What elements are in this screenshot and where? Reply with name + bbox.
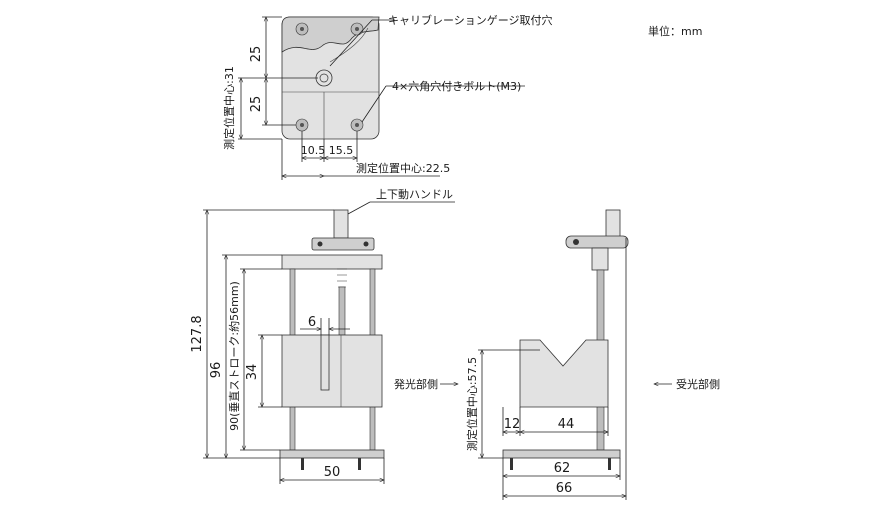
calib-leader bbox=[329, 19, 373, 67]
dim-127-8: 127.8 bbox=[190, 315, 205, 352]
front-view: 上下動ハンドル 127.8 96 90(垂直ストローク:約56mm) 34 6 … bbox=[190, 187, 458, 484]
carriage-block bbox=[281, 334, 383, 408]
side-view: 測定位置中心:57.5 12 44 62 66 受光部側 bbox=[465, 209, 720, 500]
handle-collar bbox=[311, 237, 375, 251]
dim-44: 44 bbox=[558, 417, 575, 432]
dim-96: 96 bbox=[209, 362, 224, 379]
front-base bbox=[279, 449, 385, 459]
center-hole bbox=[315, 69, 333, 87]
dim-50: 50 bbox=[324, 465, 341, 480]
bolt-head-tl bbox=[300, 27, 304, 31]
lead-screw bbox=[338, 286, 346, 336]
stroke-label: 90(垂直ストローク:約56mm) bbox=[227, 281, 241, 431]
top-beam bbox=[281, 254, 383, 270]
receiver-side-label: 受光部側 bbox=[676, 377, 720, 391]
foot-screw-left bbox=[301, 458, 304, 470]
bolt-head-tr bbox=[355, 27, 359, 31]
dim-62: 62 bbox=[554, 461, 571, 476]
side-center-label: 測定位置中心:57.5 bbox=[465, 357, 479, 451]
bolt-callout: 4×六角穴付きボルト(M3) bbox=[392, 79, 521, 93]
handle-leader bbox=[347, 201, 371, 215]
center-hole-inner bbox=[319, 73, 329, 83]
side-handle-knob bbox=[605, 209, 621, 239]
emitter-side-label: 発光部側 bbox=[394, 377, 438, 391]
dim-15-5: 15.5 bbox=[329, 144, 354, 157]
dim-6: 6 bbox=[308, 315, 316, 330]
center-x-label: 測定位置中心:22.5 bbox=[356, 161, 450, 175]
side-column-top bbox=[591, 247, 609, 271]
foot-screw-right bbox=[358, 458, 361, 470]
side-base bbox=[502, 449, 621, 459]
lead-screw-thread bbox=[337, 268, 347, 288]
dim-10-5: 10.5 bbox=[301, 144, 326, 157]
dim-66: 66 bbox=[556, 481, 573, 496]
gauge-curve bbox=[329, 27, 369, 63]
carriage-slot bbox=[320, 334, 330, 391]
bolt-head-bl bbox=[300, 123, 304, 127]
top-view: 25 25 測定位置中心:31 10.5 15.5 測定位置中心:22.5 キャ… bbox=[222, 13, 553, 180]
center-y-label: 測定位置中心:31 bbox=[222, 66, 236, 150]
side-foot-right bbox=[608, 458, 611, 470]
dim-12: 12 bbox=[504, 417, 521, 432]
calib-hole-callout: キャリブレーションゲージ取付穴 bbox=[388, 13, 553, 27]
v-block bbox=[519, 339, 609, 408]
collar-screw-right bbox=[363, 241, 369, 247]
side-foot-left bbox=[510, 458, 513, 470]
bolt-head-br bbox=[355, 123, 359, 127]
dim-lower-25: 25 bbox=[249, 96, 264, 113]
side-collar-screw bbox=[573, 239, 579, 245]
dim-upper-25: 25 bbox=[249, 46, 264, 63]
handle-label: 上下動ハンドル bbox=[376, 187, 453, 201]
collar-screw-left bbox=[317, 241, 323, 247]
bolt-leader bbox=[361, 85, 387, 123]
handle-knob bbox=[333, 209, 349, 239]
dim-34: 34 bbox=[245, 364, 260, 381]
unit-note: 単位：mm bbox=[648, 24, 702, 38]
